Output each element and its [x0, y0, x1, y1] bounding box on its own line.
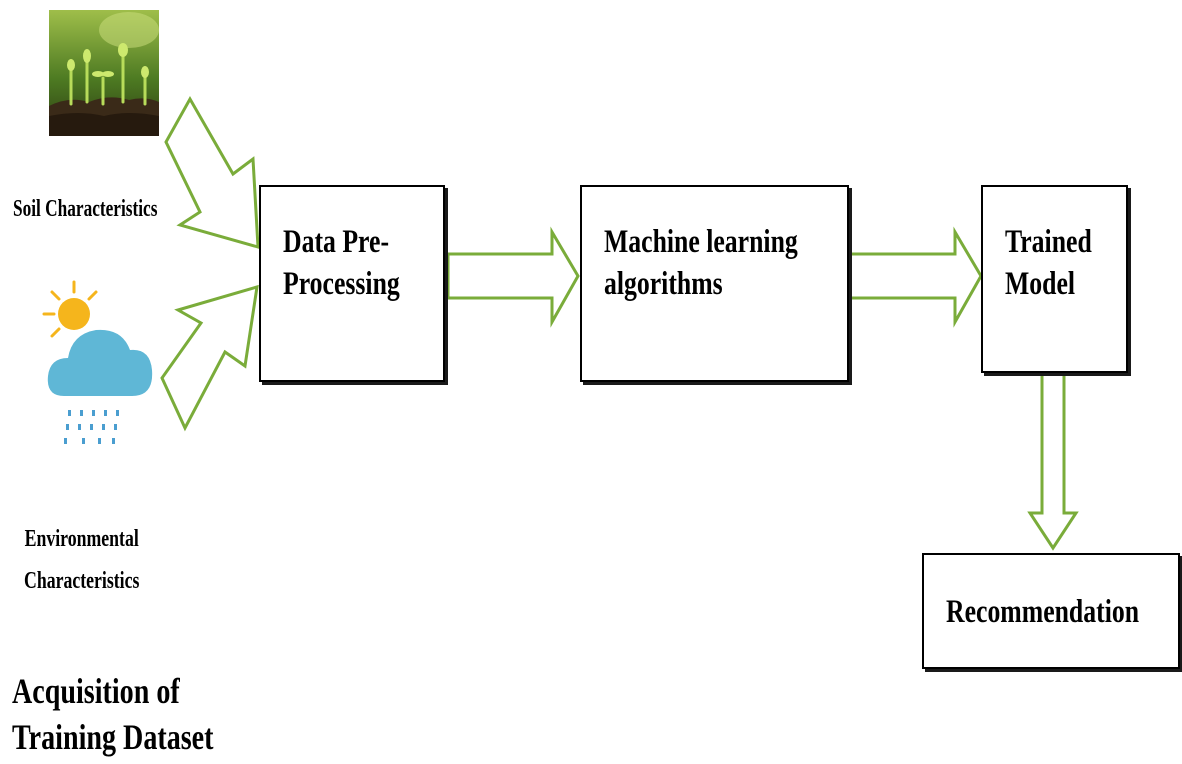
recommendation-box: Recommendation: [922, 553, 1180, 669]
acquisition-stage-title: Acquisition of Training Dataset: [12, 668, 213, 760]
environmental-label-line2: Characteristics: [24, 568, 140, 594]
acquisition-title-line1: Acquisition of: [12, 671, 180, 711]
ml-box-text: Machine learning algorithms: [604, 221, 798, 305]
machine-learning-algorithms-box: Machine learning algorithms: [580, 185, 849, 382]
soil-characteristics-label: Soil Characteristics: [13, 196, 158, 222]
trained-model-line2: Model: [1005, 266, 1076, 302]
ml-to-model-arrow: [846, 226, 983, 328]
recommendation-line1: Recommendation: [946, 594, 1140, 630]
preprocessing-to-ml-arrow: [446, 226, 580, 328]
ml-line2: algorithms: [604, 266, 723, 302]
data-preprocessing-box: Data Pre- Processing: [259, 185, 445, 382]
sun-cloud-rain-icon: [42, 280, 153, 444]
preprocessing-box-text: Data Pre- Processing: [283, 221, 400, 305]
environmental-characteristics-label: Environmental Characteristics: [24, 518, 139, 602]
recommendation-box-text: Recommendation: [946, 591, 1139, 633]
trained-model-box-text: Trained Model: [1005, 221, 1092, 305]
trained-model-line1: Trained: [1005, 224, 1092, 260]
seedling-soil-icon: [49, 10, 159, 136]
environmental-label-line1: Environmental: [24, 526, 139, 552]
trained-model-box: Trained Model: [981, 185, 1128, 373]
acquisition-title-line2: Training Dataset: [12, 717, 214, 757]
soil-input-arrow: [164, 95, 260, 250]
preprocessing-line1: Data Pre-: [283, 224, 390, 260]
preprocessing-line2: Processing: [283, 266, 400, 302]
ml-line1: Machine learning: [604, 224, 798, 260]
environment-input-arrow: [160, 284, 259, 432]
model-to-recommendation-arrow: [1027, 371, 1079, 551]
